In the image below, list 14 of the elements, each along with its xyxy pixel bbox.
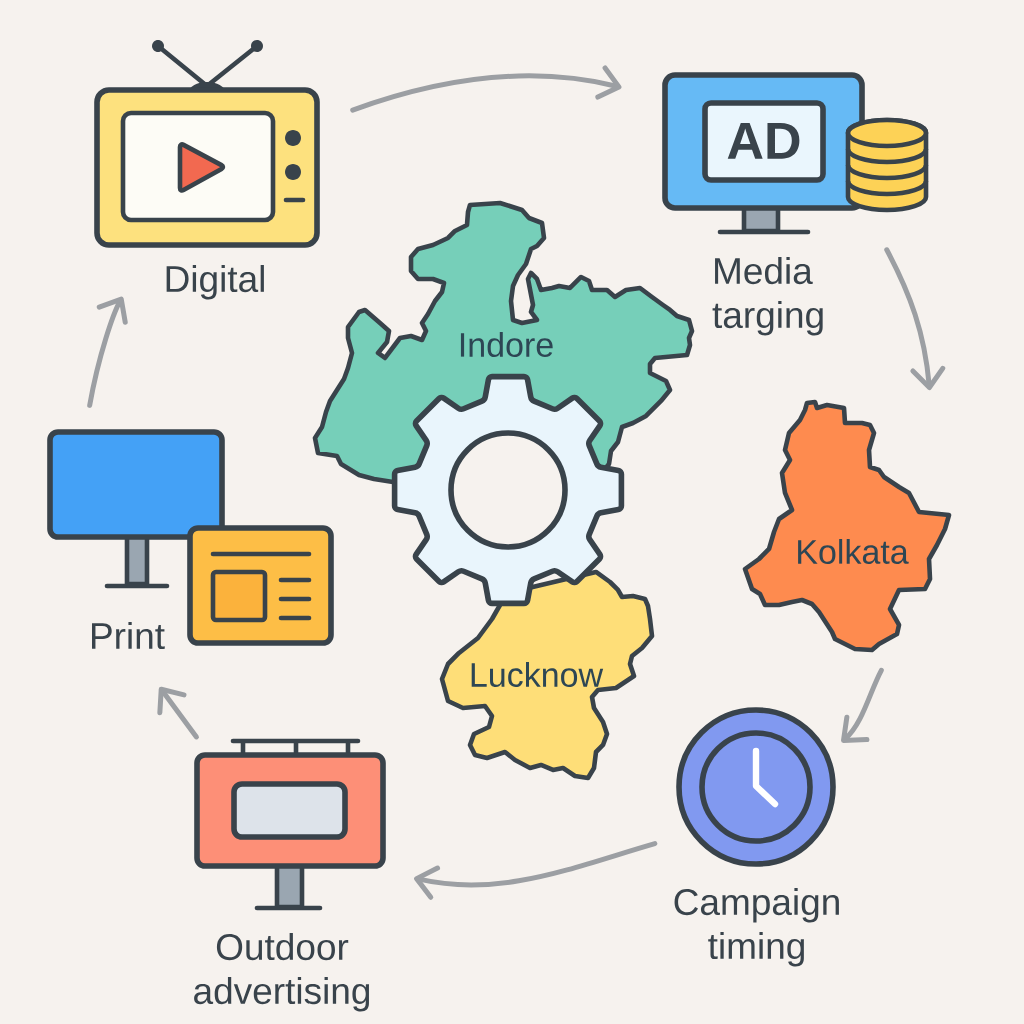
node-label: Campaign timing	[674, 888, 839, 967]
node-label: Digital	[166, 265, 264, 300]
map-label: Lucknow	[471, 662, 604, 687]
arrow	[350, 65, 622, 113]
arrow	[87, 296, 128, 408]
arrow	[884, 247, 946, 391]
node-label: Media targing	[712, 257, 823, 336]
map-label: Kolkata	[798, 539, 909, 564]
node-label: Outdoor advertising	[194, 933, 370, 1012]
map-label: Indore	[460, 332, 553, 357]
ad-screen: AD	[702, 100, 826, 183]
node-label: Print	[92, 622, 165, 650]
arrow	[841, 667, 884, 743]
arrow	[414, 841, 658, 900]
